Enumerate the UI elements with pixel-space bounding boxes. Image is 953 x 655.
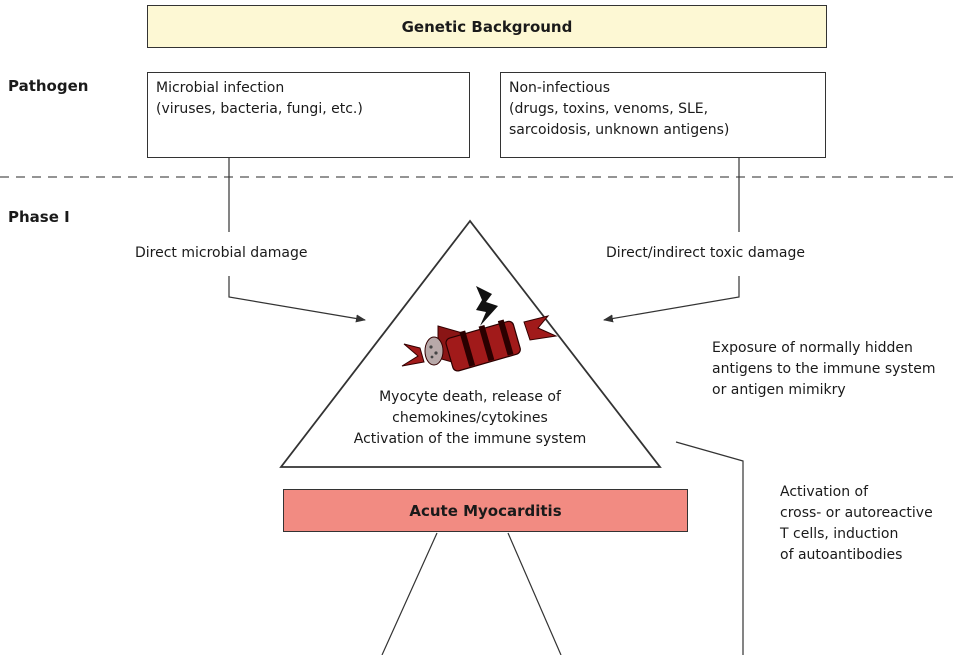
- activation-text-line1: Activation of: [780, 482, 933, 503]
- acute-myocarditis-box: Acute Myocarditis: [283, 489, 688, 532]
- outcome-line-left: [382, 533, 437, 655]
- exposure-text-line3: or antigen mimikry: [712, 380, 935, 401]
- triangle-text-line1: Myocyte death, release of: [350, 387, 590, 408]
- noninfectious-box: Non-infectious (drugs, toxins, venoms, S…: [500, 72, 826, 158]
- direct-microbial-damage-label: Direct microbial damage: [135, 243, 307, 264]
- microbial-infection-box: Microbial infection (viruses, bacteria, …: [147, 72, 470, 158]
- triangle-text: Myocyte death, release of chemokines/cyt…: [350, 387, 590, 450]
- activation-text-line4: of autoantibodies: [780, 545, 933, 566]
- pathogen-label: Pathogen: [8, 77, 88, 95]
- triangle-text-line2: chemokines/cytokines: [350, 408, 590, 429]
- exposure-text: Exposure of normally hidden antigens to …: [712, 338, 935, 401]
- triangle-text-line3: Activation of the immune system: [350, 429, 590, 450]
- phase1-label: Phase I: [8, 208, 70, 226]
- noninfectious-title: Non-infectious: [509, 78, 817, 99]
- microbial-infection-title: Microbial infection: [156, 78, 461, 99]
- activation-connector: [676, 442, 743, 655]
- exposure-text-line1: Exposure of normally hidden: [712, 338, 935, 359]
- exposure-text-line2: antigens to the immune system: [712, 359, 935, 380]
- outcome-line-right: [508, 533, 561, 655]
- toxic-damage-label: Direct/indirect toxic damage: [606, 243, 805, 264]
- activation-text: Activation of cross- or autoreactive T c…: [780, 482, 933, 566]
- noninfectious-detail-2: sarcoidosis, unknown antigens): [509, 120, 817, 141]
- noninfectious-detail-1: (drugs, toxins, venoms, SLE,: [509, 99, 817, 120]
- activation-text-line2: cross- or autoreactive: [780, 503, 933, 524]
- genetic-background-box: Genetic Background: [147, 5, 827, 48]
- microbial-damage-arrow-lower: [229, 276, 365, 320]
- toxic-damage-arrow-lower: [604, 276, 739, 320]
- microbial-infection-detail: (viruses, bacteria, fungi, etc.): [156, 99, 461, 120]
- activation-text-line3: T cells, induction: [780, 524, 933, 545]
